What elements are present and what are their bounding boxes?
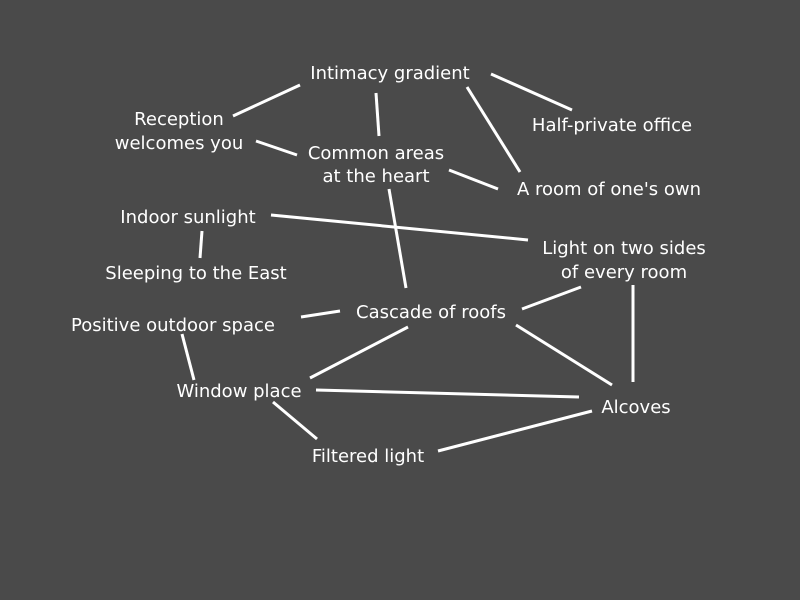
node-light-two-sides-line1: Light on two sides: [542, 238, 706, 259]
node-alcoves: Alcoves: [601, 397, 670, 418]
edge-common-cascade: [387, 188, 408, 289]
edge-positive-cascade: [300, 309, 341, 319]
edge-cascade-light-two-sides: [521, 285, 582, 311]
edge-intimacy-common: [374, 92, 381, 137]
node-half-private-office: Half-private office: [532, 115, 692, 136]
node-window-place: Window place: [176, 381, 301, 402]
edge-intimacy-room: [465, 86, 522, 173]
edge-window-alcoves: [315, 388, 580, 399]
edge-filtered-alcoves: [437, 409, 593, 453]
edge-positive-window: [180, 333, 196, 381]
node-cascade-of-roofs: Cascade of roofs: [356, 302, 506, 323]
node-common-areas-line1: Common areas: [308, 143, 444, 164]
edge-intimacy-half-private: [490, 72, 573, 112]
node-room-of-ones-own: A room of one's own: [517, 179, 701, 200]
edge-window-filtered: [272, 400, 318, 441]
node-light-two-sides-line2: of every room: [561, 262, 687, 283]
node-intimacy-gradient: Intimacy gradient: [310, 63, 469, 84]
node-reception-line2: welcomes you: [115, 133, 244, 154]
node-common-areas-line2: at the heart: [322, 166, 429, 187]
edge-reception-common: [255, 139, 298, 157]
node-indoor-sunlight: Indoor sunlight: [120, 207, 255, 228]
edge-sunlight-sleeping: [198, 230, 204, 259]
edge-common-room: [448, 168, 499, 191]
edges: [180, 72, 635, 453]
node-filtered-light: Filtered light: [312, 446, 424, 467]
edge-cascade-window: [309, 325, 409, 380]
node-positive-outdoor-space: Positive outdoor space: [71, 315, 275, 336]
nodes: Intimacy gradient Reception welcomes you…: [71, 63, 706, 467]
edge-intimacy-reception: [232, 83, 301, 118]
node-sleeping-east: Sleeping to the East: [105, 263, 286, 284]
edge-sunlight-light-two-sides: [270, 213, 529, 242]
node-reception-line1: Reception: [134, 109, 224, 130]
edge-cascade-alcoves: [515, 323, 613, 387]
